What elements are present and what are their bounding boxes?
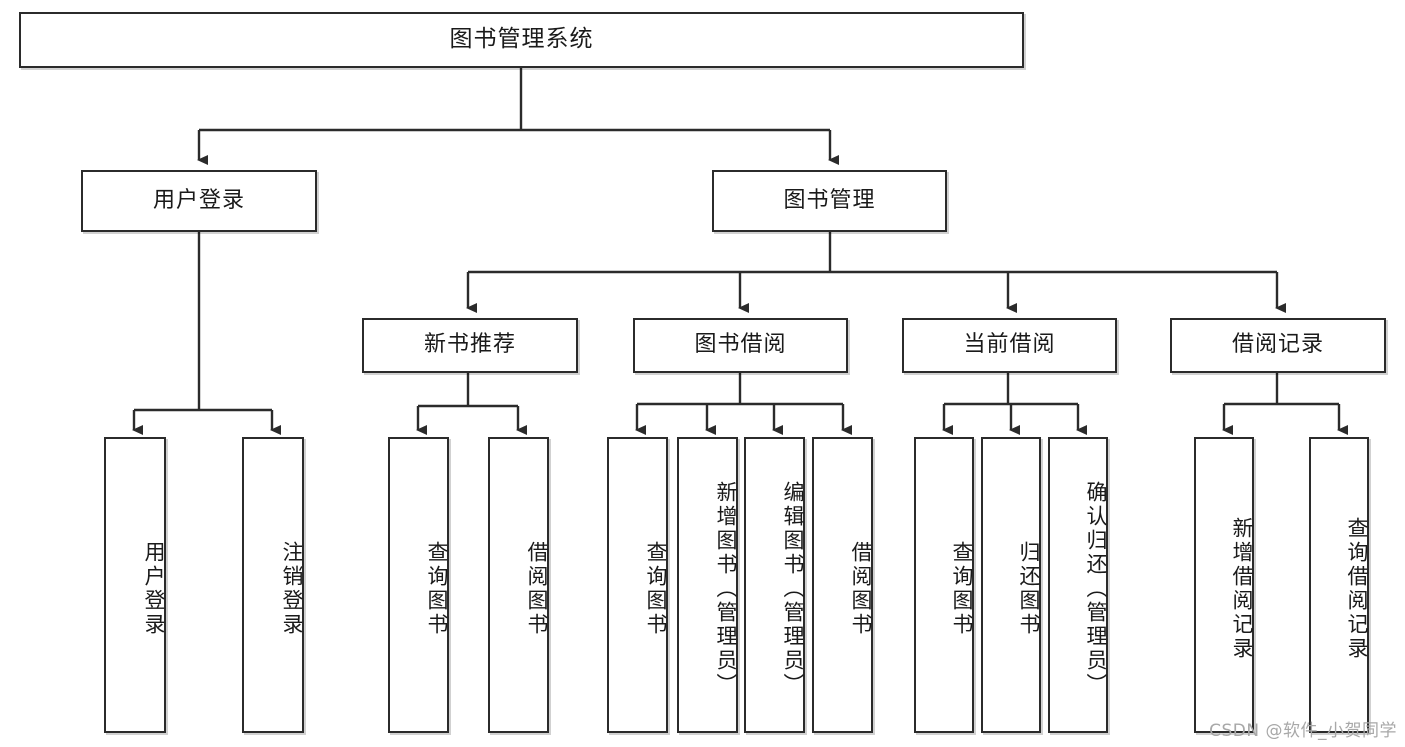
leaf-label: 用户登录: [142, 541, 166, 637]
leaf-label: 归还图书: [1017, 541, 1041, 637]
node-root[interactable]: 图书管理系统: [19, 12, 1024, 68]
leaf-label: 确认归还（管理员）: [1084, 481, 1108, 697]
leaf-label: 查询图书: [644, 541, 668, 637]
leaf-book-borrow-query-book[interactable]: 查询图书: [607, 437, 668, 733]
node-book-management-label: 图书管理: [783, 187, 876, 213]
leaf-book-borrow-edit-book-admin[interactable]: 编辑图书（管理员）: [744, 437, 805, 733]
node-borrow-record-label: 借阅记录: [1231, 332, 1324, 358]
node-user-login[interactable]: 用户登录: [81, 170, 317, 232]
leaf-label: 查询图书: [425, 541, 449, 637]
node-current-borrow-label: 当前借阅: [963, 332, 1056, 358]
leaf-new-book-borrow-book[interactable]: 借阅图书: [488, 437, 549, 733]
node-borrow-record[interactable]: 借阅记录: [1170, 318, 1386, 373]
node-book-borrow-label: 图书借阅: [694, 332, 787, 358]
leaf-label: 借阅图书: [525, 541, 549, 637]
node-book-borrow[interactable]: 图书借阅: [633, 318, 848, 373]
node-user-login-label: 用户登录: [152, 187, 245, 213]
leaf-current-borrow-query-book[interactable]: 查询图书: [914, 437, 974, 733]
leaf-current-borrow-return-book[interactable]: 归还图书: [981, 437, 1041, 733]
leaf-borrow-record-add-record[interactable]: 新增借阅记录: [1194, 437, 1254, 733]
leaf-label: 新增图书（管理员）: [714, 481, 738, 697]
leaf-label: 查询图书: [950, 541, 974, 637]
leaf-book-borrow-borrow-book[interactable]: 借阅图书: [812, 437, 873, 733]
node-book-management[interactable]: 图书管理: [712, 170, 947, 232]
leaf-user-login-logout[interactable]: 注销登录: [242, 437, 304, 733]
leaf-book-borrow-add-book-admin[interactable]: 新增图书（管理员）: [677, 437, 738, 733]
leaf-label: 编辑图书（管理员）: [781, 481, 805, 697]
leaf-current-borrow-confirm-return-admin[interactable]: 确认归还（管理员）: [1048, 437, 1108, 733]
leaf-label: 新增借阅记录: [1230, 517, 1254, 661]
node-new-book-recommend-label: 新书推荐: [423, 332, 516, 358]
leaf-label: 注销登录: [280, 541, 304, 637]
leaf-new-book-query-book[interactable]: 查询图书: [388, 437, 449, 733]
node-new-book-recommend[interactable]: 新书推荐: [362, 318, 578, 373]
watermark: CSDN @软件_小贺同学: [1209, 721, 1397, 741]
node-current-borrow[interactable]: 当前借阅: [902, 318, 1117, 373]
leaf-label: 借阅图书: [849, 541, 873, 637]
node-root-label: 图书管理系统: [449, 26, 594, 53]
leaf-borrow-record-query-record[interactable]: 查询借阅记录: [1309, 437, 1369, 733]
leaf-user-login-login[interactable]: 用户登录: [104, 437, 166, 733]
leaf-label: 查询借阅记录: [1345, 517, 1369, 661]
